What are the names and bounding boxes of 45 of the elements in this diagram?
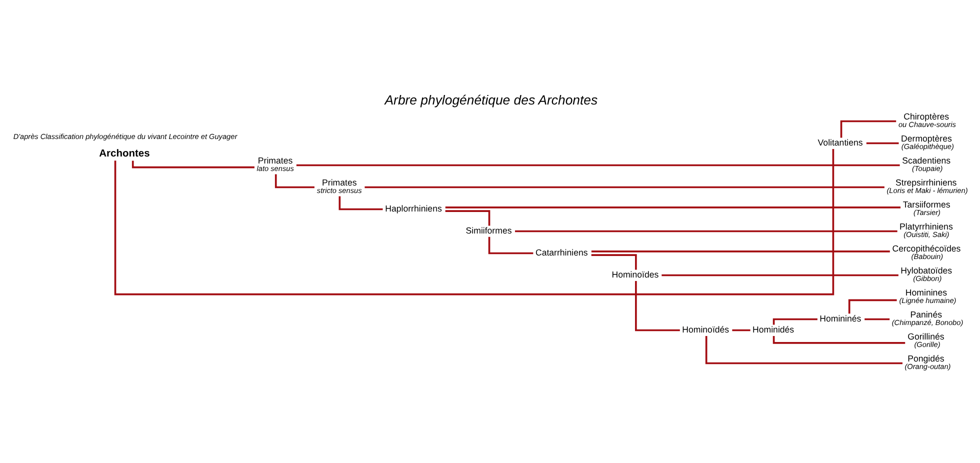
- connector: [515, 230, 898, 232]
- connector: [732, 328, 750, 331]
- node-text: Homininés: [820, 313, 862, 324]
- connector: [132, 160, 254, 168]
- connector: [772, 318, 818, 324]
- node-text: Simiiformes: [466, 225, 512, 236]
- node-text: Paninés (Chimpanzé, Bonobo): [892, 309, 964, 327]
- connector: [864, 318, 890, 320]
- connector: [114, 148, 834, 295]
- connector: [488, 236, 534, 254]
- node-text: Platyrrhiniens (Ouistiti, Saki): [900, 221, 953, 239]
- connector: [296, 164, 900, 166]
- node-text: Cercopithécoïdes (Babouin): [892, 243, 961, 261]
- connector: [705, 336, 902, 364]
- node-text: Haplorrhiniens: [385, 203, 442, 214]
- connector: [635, 280, 680, 331]
- node-text: Dermoptères (Galéopithèque): [901, 133, 954, 151]
- diagram-title: Arbre phylogénétique des Archontes: [384, 92, 598, 108]
- node-text: Archontes: [99, 148, 150, 159]
- node-text: Volitantiens: [818, 137, 863, 148]
- node-text: Hominines (Lignée humaine): [899, 287, 956, 305]
- connector: [840, 120, 896, 138]
- connector: [445, 206, 901, 208]
- node-text: Primates stricto sensus: [316, 177, 362, 195]
- node-text: Hominoïdes: [612, 269, 659, 280]
- connector: [866, 142, 899, 144]
- connector: [591, 254, 637, 270]
- node-text: Hylobatoïdes (Gibbon): [900, 265, 952, 283]
- node-text: Chiroptères ou Chauve-souris: [898, 111, 956, 129]
- label: D'après Classification phylogénétique du vivant Lecointre et Guyager: [13, 132, 238, 141]
- node-text: Hominidés: [752, 324, 794, 334]
- connector: [364, 186, 884, 188]
- node-text: Scadentiens (Toupaie): [902, 155, 951, 173]
- node-text: Hominoïdés: [682, 324, 730, 334]
- node-text: Pongidés (Orang-outan): [904, 353, 951, 371]
- node-text: Primates lato sensus: [256, 155, 294, 173]
- connector: [848, 298, 897, 314]
- node-text: Gorillinés (Gorille): [908, 331, 944, 349]
- connector: [772, 336, 906, 344]
- connector: [662, 274, 898, 276]
- connector: [591, 250, 890, 252]
- node-text: Strepsirrhiniens (Loris et Maki - lémurien): [886, 177, 968, 195]
- connector: [445, 210, 490, 226]
- node-text: Catarrhiniens: [535, 247, 588, 258]
- node-text: Tarsiiformes (Tarsier): [902, 199, 950, 217]
